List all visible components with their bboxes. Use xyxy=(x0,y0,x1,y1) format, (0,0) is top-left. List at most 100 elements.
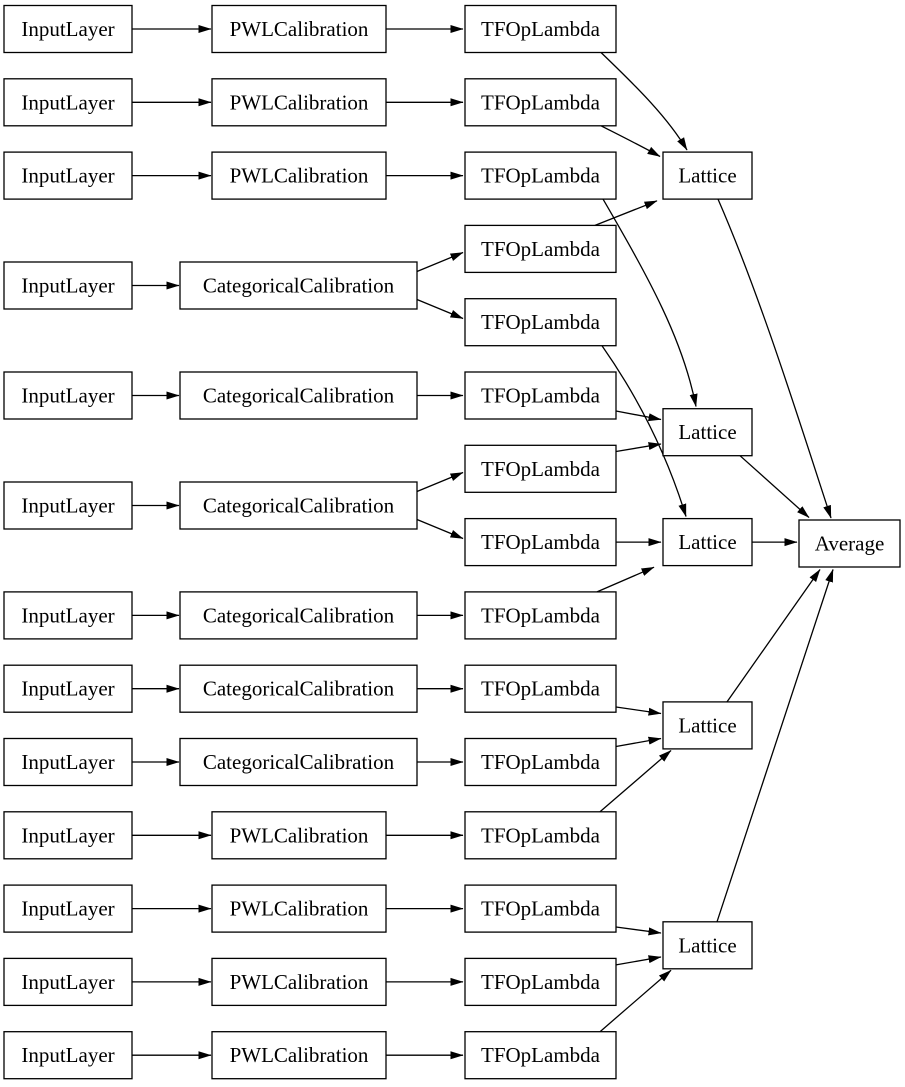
il3-label: InputLayer xyxy=(21,164,114,188)
node-input-layer-il11: InputLayer xyxy=(3,884,133,933)
node-input-layer-il3: InputLayer xyxy=(3,151,133,200)
node-pwl-calibration-cal2: PWLCalibration xyxy=(211,78,387,127)
tfl7-label: TFOpLambda xyxy=(481,457,601,481)
cal1-box xyxy=(211,4,387,54)
node-tfop-lambda-tfl5: TFOpLambda xyxy=(464,298,617,347)
node-input-layer-il12: InputLayer xyxy=(3,957,133,1007)
node-tfop-lambda-tfl1: TFOpLambda xyxy=(464,4,617,54)
node-tfop-lambda-tfl12: TFOpLambda xyxy=(464,811,617,860)
lat3-label: Lattice xyxy=(678,530,736,554)
node-tfop-lambda-tfl3: TFOpLambda xyxy=(464,151,617,200)
nodes-layer: InputLayerInputLayerInputLayerInputLayer… xyxy=(3,4,901,1080)
edge-cal6-to-tfl8 xyxy=(416,518,464,540)
il6-label: InputLayer xyxy=(21,494,114,518)
cal2-box xyxy=(211,78,387,127)
edges-layer xyxy=(132,25,834,1060)
node-categorical-calibration-cal8: CategoricalCalibration xyxy=(179,664,418,713)
tfl4-label: TFOpLambda xyxy=(481,237,601,261)
cal6-box xyxy=(179,481,418,530)
node-lattice-lat1: Lattice xyxy=(662,151,753,200)
node-pwl-calibration-cal10: PWLCalibration xyxy=(211,811,387,860)
node-tfop-lambda-tfl11: TFOpLambda xyxy=(464,737,617,787)
il12-label: InputLayer xyxy=(21,970,114,994)
edge-cal4-to-tfl5 xyxy=(416,298,464,320)
cal4-label: CategoricalCalibration xyxy=(203,274,395,298)
tfl7-box xyxy=(464,444,617,493)
cal11-label: PWLCalibration xyxy=(230,897,369,921)
tfl2-box xyxy=(464,78,617,127)
cal9-label: CategoricalCalibration xyxy=(203,750,395,774)
node-input-layer-il7: InputLayer xyxy=(3,591,133,640)
tfl13-box xyxy=(464,884,617,933)
lat1-box xyxy=(662,151,753,200)
lat3-box xyxy=(662,517,753,567)
cal10-box xyxy=(211,811,387,860)
cal10-label: PWLCalibration xyxy=(230,823,369,847)
tfl9-box xyxy=(464,591,617,640)
il8-box xyxy=(3,664,133,713)
avg-label: Average xyxy=(815,532,885,556)
il5-label: InputLayer xyxy=(21,384,114,408)
edge-tfl14-to-lat5 xyxy=(615,955,662,966)
node-input-layer-il1: InputLayer xyxy=(3,4,133,54)
lat4-box xyxy=(662,701,753,750)
node-categorical-calibration-cal5: CategoricalCalibration xyxy=(179,371,418,420)
tfl8-box xyxy=(464,517,617,567)
edge-lat4-to-avg xyxy=(726,569,821,703)
edge-tfl4-to-lat1 xyxy=(594,200,658,227)
node-lattice-lat2: Lattice xyxy=(662,408,753,457)
node-lattice-lat4: Lattice xyxy=(662,701,753,750)
tfl1-box xyxy=(464,4,617,54)
tfl1-label: TFOpLambda xyxy=(481,17,601,41)
il7-box xyxy=(3,591,133,640)
cal6-label: CategoricalCalibration xyxy=(203,494,395,518)
tfl9-label: TFOpLambda xyxy=(481,603,601,627)
il6-box xyxy=(3,481,133,530)
cal3-label: PWLCalibration xyxy=(230,164,369,188)
node-pwl-calibration-cal13: PWLCalibration xyxy=(211,1031,387,1080)
edge-tfl15-to-lat5 xyxy=(599,969,672,1033)
tfl5-label: TFOpLambda xyxy=(481,310,601,334)
node-tfop-lambda-tfl4: TFOpLambda xyxy=(464,224,617,274)
tfl8-label: TFOpLambda xyxy=(481,530,601,554)
node-input-layer-il9: InputLayer xyxy=(3,737,133,787)
il10-label: InputLayer xyxy=(21,823,114,847)
il3-box xyxy=(3,151,133,200)
il10-box xyxy=(3,811,133,860)
il11-label: InputLayer xyxy=(21,897,114,921)
il5-box xyxy=(3,371,133,420)
node-lattice-lat3: Lattice xyxy=(662,517,753,567)
tfl4-box xyxy=(464,224,617,274)
edge-cal4-to-tfl4 xyxy=(416,251,464,273)
edge-cal6-to-tfl7 xyxy=(416,471,464,493)
edge-tfl10-to-lat4 xyxy=(615,706,662,716)
node-pwl-calibration-cal3: PWLCalibration xyxy=(211,151,387,200)
cal7-label: CategoricalCalibration xyxy=(203,603,395,627)
cal7-box xyxy=(179,591,418,640)
cal12-label: PWLCalibration xyxy=(230,970,369,994)
node-input-layer-il13: InputLayer xyxy=(3,1031,133,1080)
node-categorical-calibration-cal6: CategoricalCalibration xyxy=(179,481,418,530)
node-categorical-calibration-cal7: CategoricalCalibration xyxy=(179,591,418,640)
node-tfop-lambda-tfl9: TFOpLambda xyxy=(464,591,617,640)
tfl13-label: TFOpLambda xyxy=(481,897,601,921)
node-pwl-calibration-cal1: PWLCalibration xyxy=(211,4,387,54)
node-tfop-lambda-tfl2: TFOpLambda xyxy=(464,78,617,127)
node-tfop-lambda-tfl15: TFOpLambda xyxy=(464,1031,617,1080)
edge-tfl5-to-lat3 xyxy=(601,345,687,517)
node-tfop-lambda-tfl8: TFOpLambda xyxy=(464,517,617,567)
tfl5-box xyxy=(464,298,617,347)
il8-label: InputLayer xyxy=(21,677,114,701)
tfl10-box xyxy=(464,664,617,713)
il4-box xyxy=(3,261,133,310)
lat2-label: Lattice xyxy=(678,420,736,444)
cal13-label: PWLCalibration xyxy=(230,1043,369,1067)
lat5-box xyxy=(662,921,753,970)
node-lattice-lat5: Lattice xyxy=(662,921,753,970)
cal12-box xyxy=(211,957,387,1007)
tfl15-label: TFOpLambda xyxy=(481,1043,601,1067)
cal4-box xyxy=(179,261,418,310)
il13-box xyxy=(3,1031,133,1080)
